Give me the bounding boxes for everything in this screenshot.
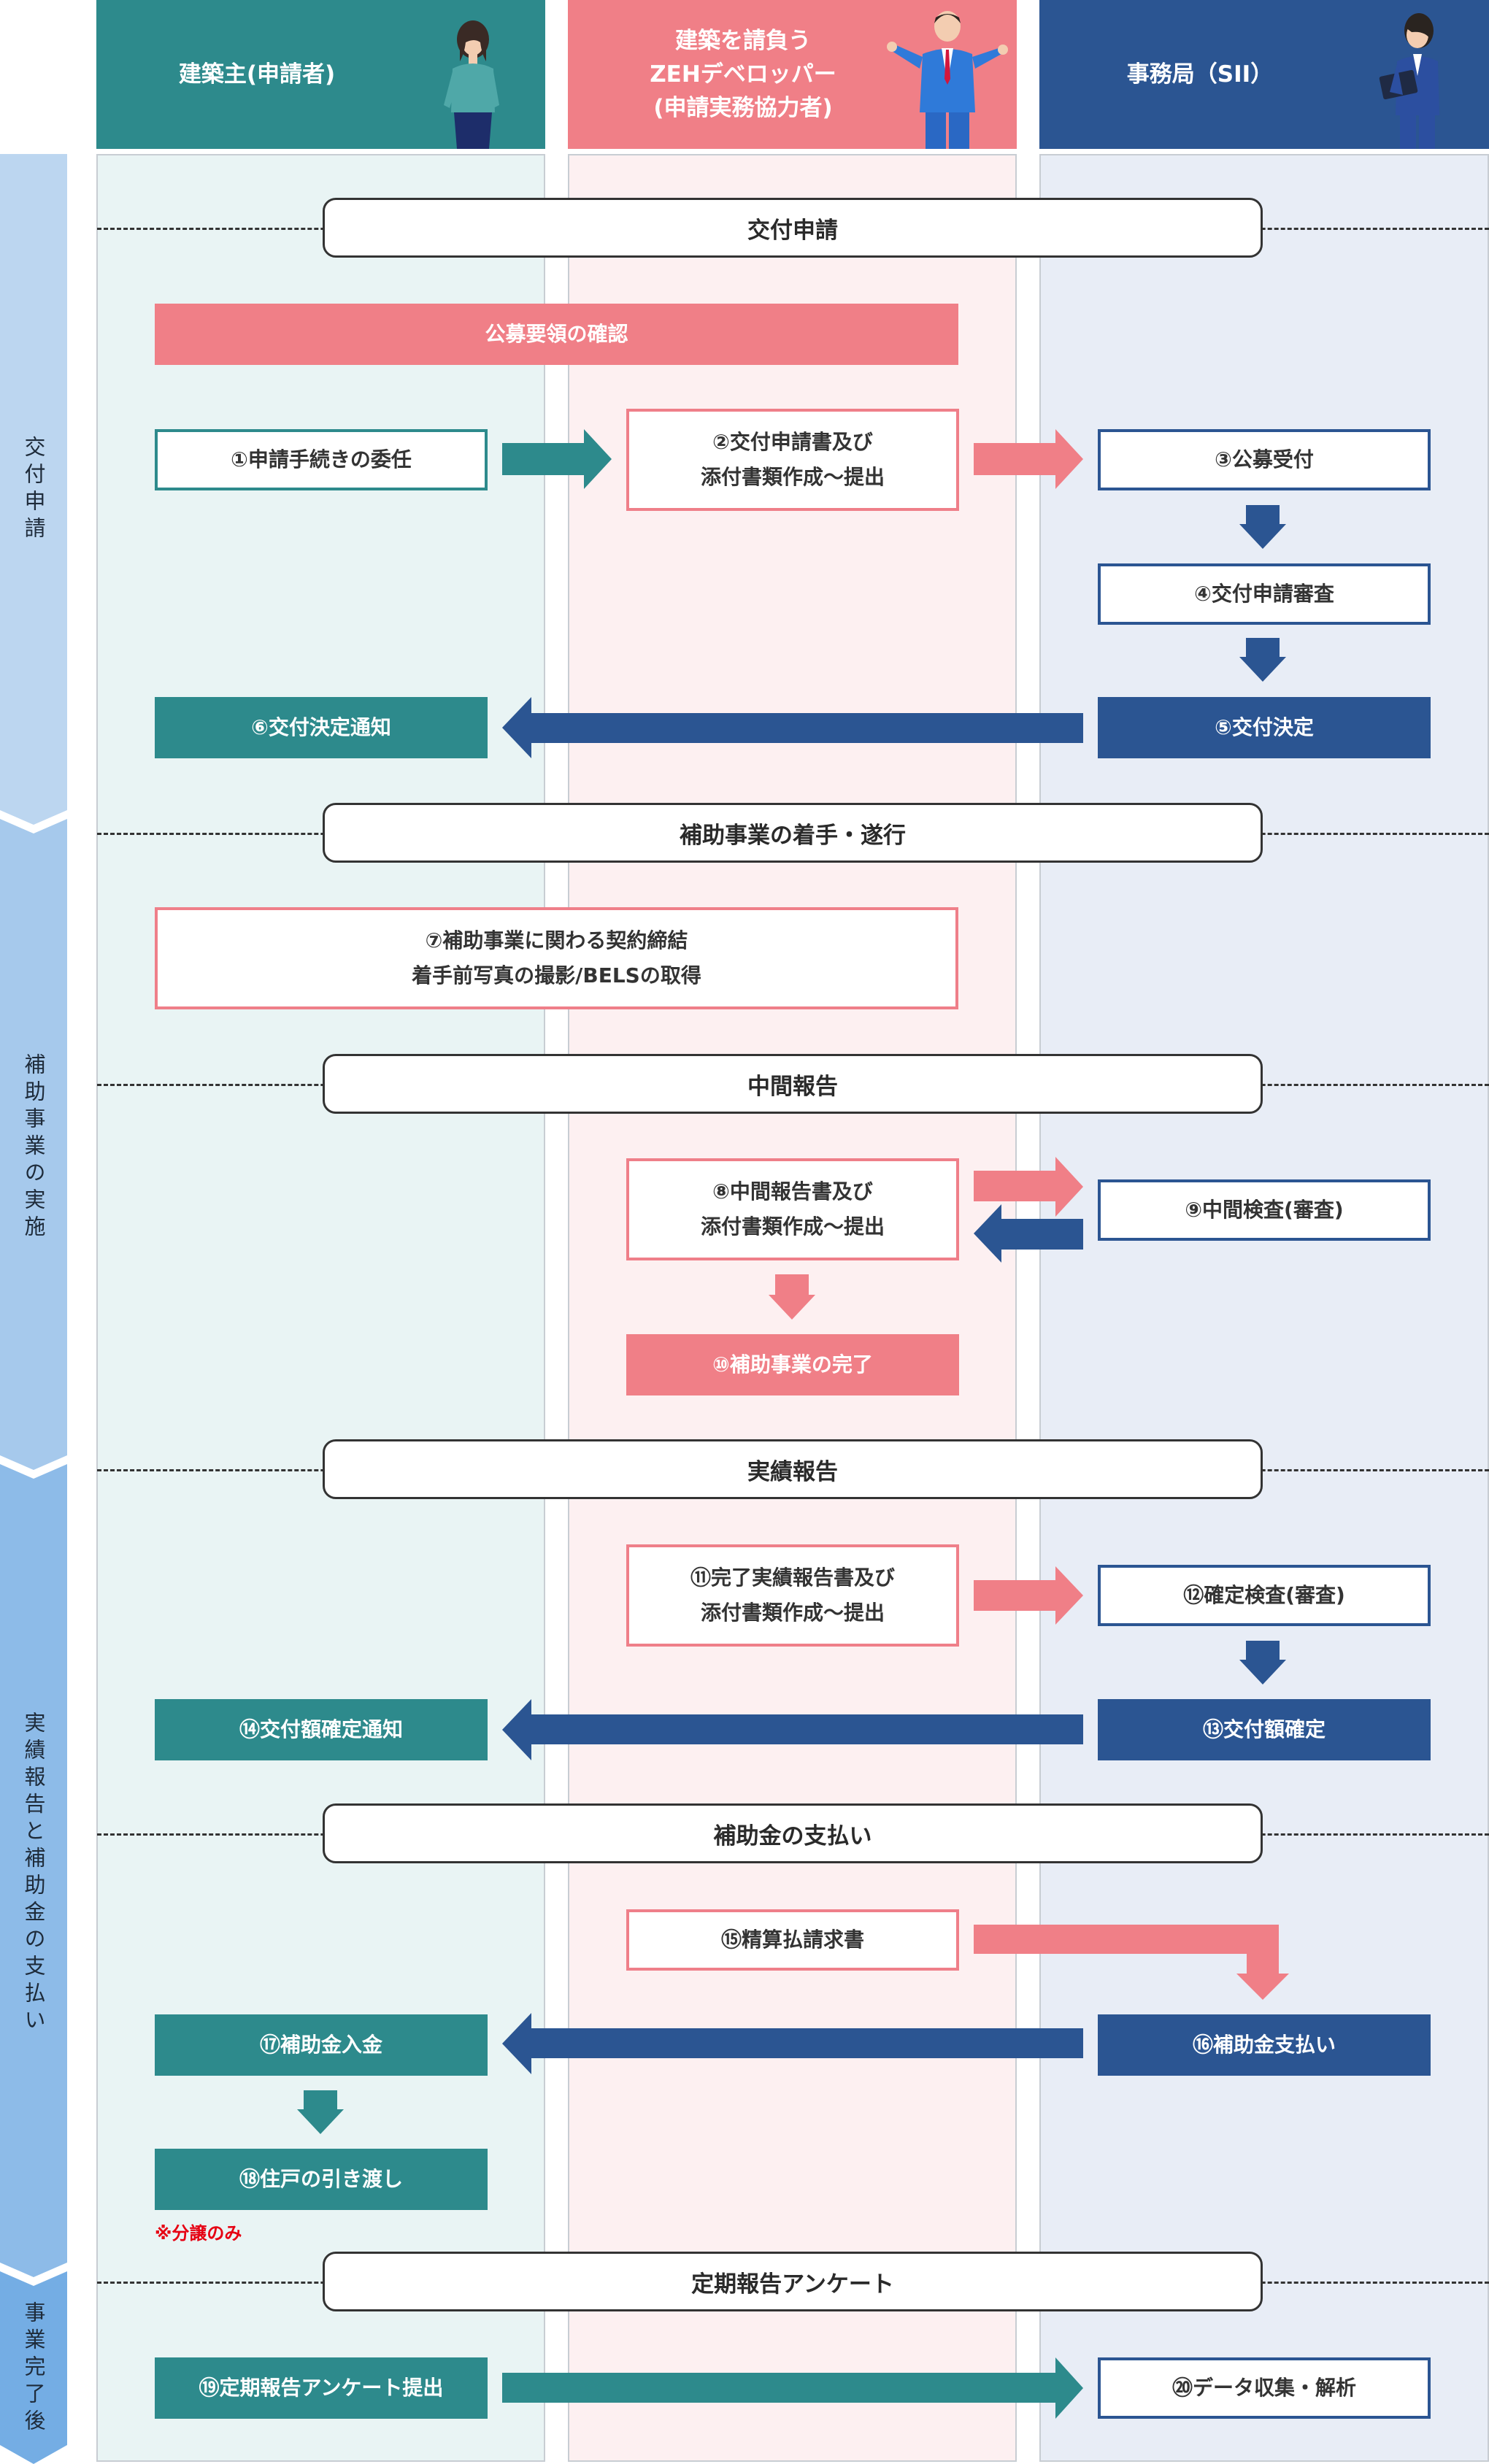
step-18-handover: ⑱住戸の引き渡し (155, 2149, 488, 2210)
arrow-right-pink (974, 429, 1083, 489)
step-8-interim-docs: ⑧中間報告書及び 添付書類作成〜提出 (626, 1158, 959, 1260)
businesswoman-tablet-icon (1379, 13, 1439, 149)
header-applicant-label: 建築主(申請者) (178, 61, 336, 88)
step-11-results-docs: ⑪完了実績報告書及び 添付書類作成〜提出 (626, 1544, 959, 1647)
arrow-down-navy (1239, 505, 1286, 549)
arrow-down-navy (1239, 1641, 1286, 1685)
step-19-survey-submit: ⑲定期報告アンケート提出 (155, 2357, 488, 2419)
step-1-delegate: ①申請手続きの委任 (155, 429, 488, 490)
step-2-application-docs: ②交付申請書及び 添付書類作成〜提出 (626, 409, 959, 511)
step-5-decision: ⑤交付決定 (1098, 697, 1431, 758)
arrow-down-navy (1239, 638, 1286, 682)
header-office-label: 事務局（SII） (1126, 61, 1274, 88)
arrow-right-teal (502, 429, 612, 489)
step-3-acceptance: ③公募受付 (1098, 429, 1431, 490)
note-sale-only: ※分譲のみ (155, 2223, 242, 2244)
arrow-right-teal (502, 2357, 1083, 2419)
phase-band-shapes (0, 154, 67, 2464)
step-20-data-analysis: ⑳データ収集・解析 (1098, 2357, 1431, 2419)
step-12-final-inspection: ⑫確定検査(審査) (1098, 1565, 1431, 1626)
section-pill-survey: 定期報告アンケート (323, 2252, 1263, 2311)
step-confirm-guidelines: 公募要領の確認 (155, 304, 958, 365)
arrow-left-navy (974, 1204, 1083, 1263)
step-15-invoice: ⑮精算払請求書 (626, 1909, 959, 1971)
arrow-right-pink (974, 1566, 1083, 1625)
section-pill-results-report: 実績報告 (323, 1439, 1263, 1499)
arrow-left-navy (502, 697, 1083, 758)
presenter-man-icon (887, 11, 1008, 149)
step-10-completion: ⑩補助事業の完了 (626, 1334, 959, 1395)
section-pill-interim-report: 中間報告 (323, 1054, 1263, 1114)
section-pill-application: 交付申請 (323, 198, 1263, 258)
woman-icon (444, 20, 499, 149)
arrow-elbow-pink (974, 1925, 1289, 2000)
phase-label-after-completion: 事業完了後 (21, 2301, 46, 2436)
lane-applicant (96, 154, 545, 2462)
step-4-review: ④交付申請審査 (1098, 563, 1431, 625)
arrow-left-navy (502, 1699, 1083, 1760)
phase-label-application: 交付申請 (21, 436, 46, 544)
section-pill-project-start: 補助事業の着手・遂行 (323, 803, 1263, 863)
step-16-payment: ⑯補助金支払い (1098, 2014, 1431, 2076)
arrow-left-navy (502, 2013, 1083, 2074)
header-developer-label: 建築を請負う ZEHデベロッパー (申請実務協力者) (650, 28, 836, 121)
step-7-contract: ⑦補助事業に関わる契約締結 着手前写真の撮影/BELSの取得 (155, 907, 958, 1009)
header-office: 事務局（SII） (1039, 0, 1489, 149)
step-17-receipt: ⑰補助金入金 (155, 2014, 488, 2076)
header-applicant: 建築主(申請者) (96, 0, 545, 149)
step-13-amount-fixed: ⑬交付額確定 (1098, 1699, 1431, 1760)
section-pill-payment: 補助金の支払い (323, 1803, 1263, 1863)
arrow-down-pink (769, 1274, 815, 1320)
step-9-interim-inspection: ⑨中間検査(審査) (1098, 1179, 1431, 1241)
step-6-notice: ⑥交付決定通知 (155, 697, 488, 758)
arrow-down-teal (297, 2090, 344, 2134)
arrow-right-pink (974, 1157, 1083, 1217)
phase-label-report-payment: 実績報告と補助金の支払い (21, 1712, 46, 2036)
header-developer: 建築を請負う ZEHデベロッパー (申請実務協力者) (568, 0, 1017, 149)
step-14-amount-notice: ⑭交付額確定通知 (155, 1699, 488, 1760)
phase-label-implementation: 補助事業の実施 (21, 1052, 46, 1242)
